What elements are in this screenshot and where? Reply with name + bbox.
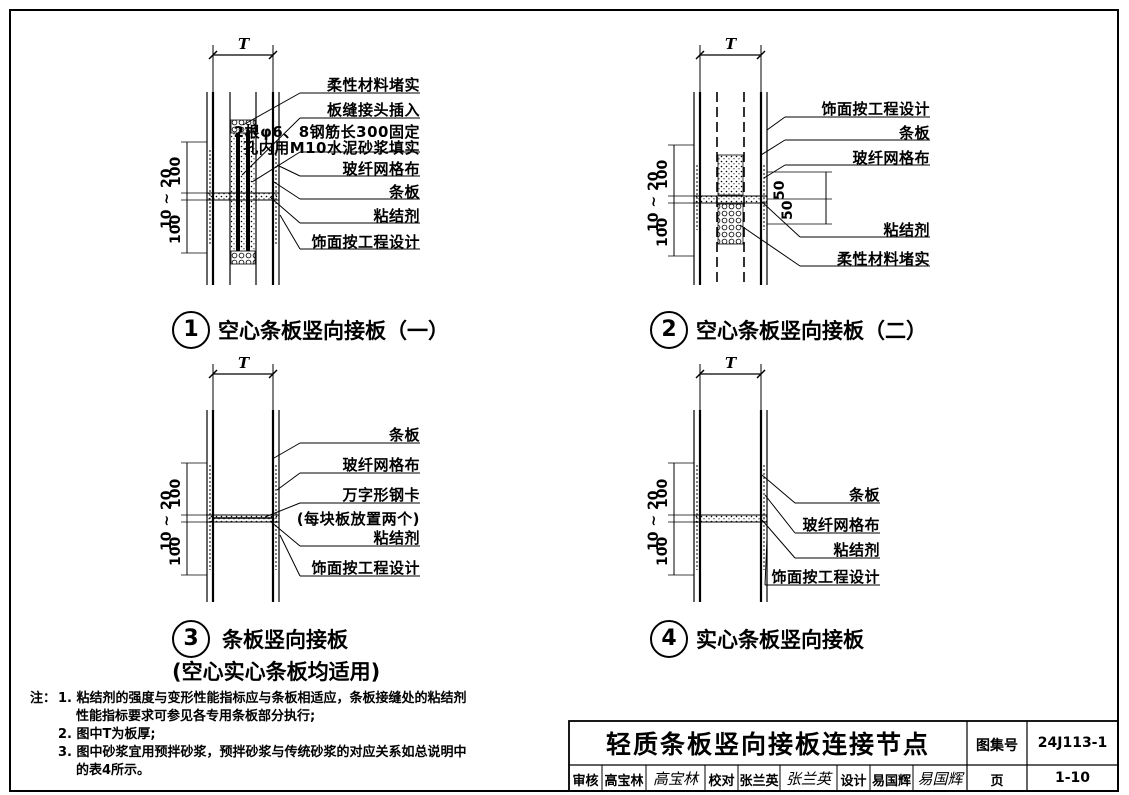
checker-name: 张兰英 — [739, 774, 779, 789]
detail-1-label-finish: 饰面按工程设计 — [311, 233, 420, 251]
detail-1-number: 1 — [172, 311, 210, 349]
reviewer-name: 高宝林 — [604, 774, 644, 789]
note-1-line-1: 1. 粘结剂的强度与变形性能指标应与条板相适应，条板接缝处的粘结剂 — [58, 691, 467, 706]
detail-1-dim-upper: 100 — [168, 156, 184, 186]
designer-name: 易国辉 — [871, 774, 911, 789]
checker-signature: 张兰英 — [785, 770, 831, 788]
detail-2-number: 2 — [650, 311, 688, 349]
detail-3-drawing — [181, 364, 420, 602]
detail-1-label-joint-insert: 板缝接头插入 — [326, 101, 420, 119]
note-1-line-2: 性能指标要求可参见各专用条板部分执行; — [76, 709, 316, 724]
reviewer-signature: 高宝林 — [652, 770, 698, 788]
page-number: 1-10 — [1054, 770, 1091, 786]
detail-3-thickness-label: T — [238, 354, 250, 372]
detail-3-title: 条板竖向接板 — [222, 628, 348, 652]
drawing-title: 轻质条板竖向接板连接节点 — [605, 730, 930, 759]
detail-3-dim-upper: 100 — [168, 478, 184, 508]
note-3-line-1: 3. 图中砂浆宜用预拌砂浆，预拌砂浆与传统砂浆的对应关系如总说明中 — [58, 745, 467, 760]
detail-3-label-fiberglass-mesh: 玻纤网格布 — [342, 456, 420, 474]
detail-1-label-rebar: 2根φ6、8钢筋长300固定 — [233, 123, 420, 141]
atlas-label: 图集号 — [976, 738, 1018, 754]
detail-3-label-clip-note: (每块板放置两个) — [296, 510, 420, 528]
detail-2-title: 空心条板竖向接板（二） — [696, 319, 927, 343]
note-2: 2. 图中T为板厚; — [58, 727, 156, 742]
detail-1-label-panel: 条板 — [388, 183, 420, 201]
detail-2-label-flexible-fill: 柔性材料堵实 — [836, 250, 930, 268]
detail-2-dim-upper: 100 — [655, 159, 671, 189]
atlas-number: 24J113-1 — [1037, 735, 1108, 751]
detail-2-dim-50-lower: 50 — [780, 200, 796, 220]
note-3-line-2: 的表4所示。 — [76, 763, 151, 778]
detail-3-label-adhesive: 粘结剂 — [373, 529, 420, 547]
title-block-lines — [568, 720, 1119, 792]
detail-1-label-fiberglass-mesh: 玻纤网格布 — [342, 160, 420, 178]
detail-4-label-finish: 饰面按工程设计 — [771, 568, 880, 586]
detail-4-number: 4 — [650, 620, 688, 658]
detail-4-label-adhesive: 粘结剂 — [833, 541, 880, 559]
detail-1-label-flexible-fill: 柔性材料堵实 — [326, 76, 420, 94]
detail-1-drawing — [181, 45, 420, 285]
page-label: 页 — [990, 774, 1004, 789]
detail-3-subtitle: (空心实心条板均适用) — [172, 660, 381, 684]
detail-3-label-panel: 条板 — [388, 426, 420, 444]
detail-4-thickness-label: T — [725, 354, 737, 372]
sheet-border — [9, 9, 1119, 792]
detail-3-dim-lower: 100 — [168, 536, 184, 566]
detail-4-title: 实心条板竖向接板 — [696, 628, 864, 652]
detail-2-label-finish: 饰面按工程设计 — [821, 100, 930, 118]
detail-4-drawing — [668, 364, 880, 602]
review-label: 审核 — [572, 774, 599, 789]
detail-2-thickness-label: T — [725, 35, 737, 53]
detail-1-dim-lower: 100 — [168, 214, 184, 244]
detail-2-label-fiberglass-mesh: 玻纤网格布 — [852, 149, 930, 167]
detail-4-label-fiberglass-mesh: 玻纤网格布 — [802, 516, 880, 534]
detail-2-label-adhesive: 粘结剂 — [883, 221, 930, 239]
notes-prefix: 注： — [30, 691, 57, 706]
detail-3-label-finish: 饰面按工程设计 — [311, 559, 420, 577]
design-label: 设计 — [840, 774, 867, 789]
designer-signature: 易国辉 — [917, 770, 963, 788]
detail-2-dim-50-upper: 50 — [772, 180, 788, 200]
detail-4-label-panel: 条板 — [848, 486, 880, 504]
detail-2-dim-lower: 100 — [655, 217, 671, 247]
check-label: 校对 — [708, 774, 735, 789]
detail-3-number: 3 — [172, 620, 210, 658]
detail-2-drawing — [668, 45, 930, 285]
detail-4-dim-lower: 100 — [655, 536, 671, 566]
detail-4-dim-upper: 100 — [655, 478, 671, 508]
detail-3-label-steel-clip: 万字形钢卡 — [342, 486, 420, 504]
detail-1-title: 空心条板竖向接板（一） — [218, 319, 449, 343]
detail-1-label-adhesive: 粘结剂 — [373, 207, 420, 225]
detail-1-label-mortar: 孔内用M10水泥砂浆填实 — [243, 139, 420, 157]
detail-2-label-panel: 条板 — [898, 124, 930, 142]
detail-1-thickness-label: T — [238, 35, 250, 53]
